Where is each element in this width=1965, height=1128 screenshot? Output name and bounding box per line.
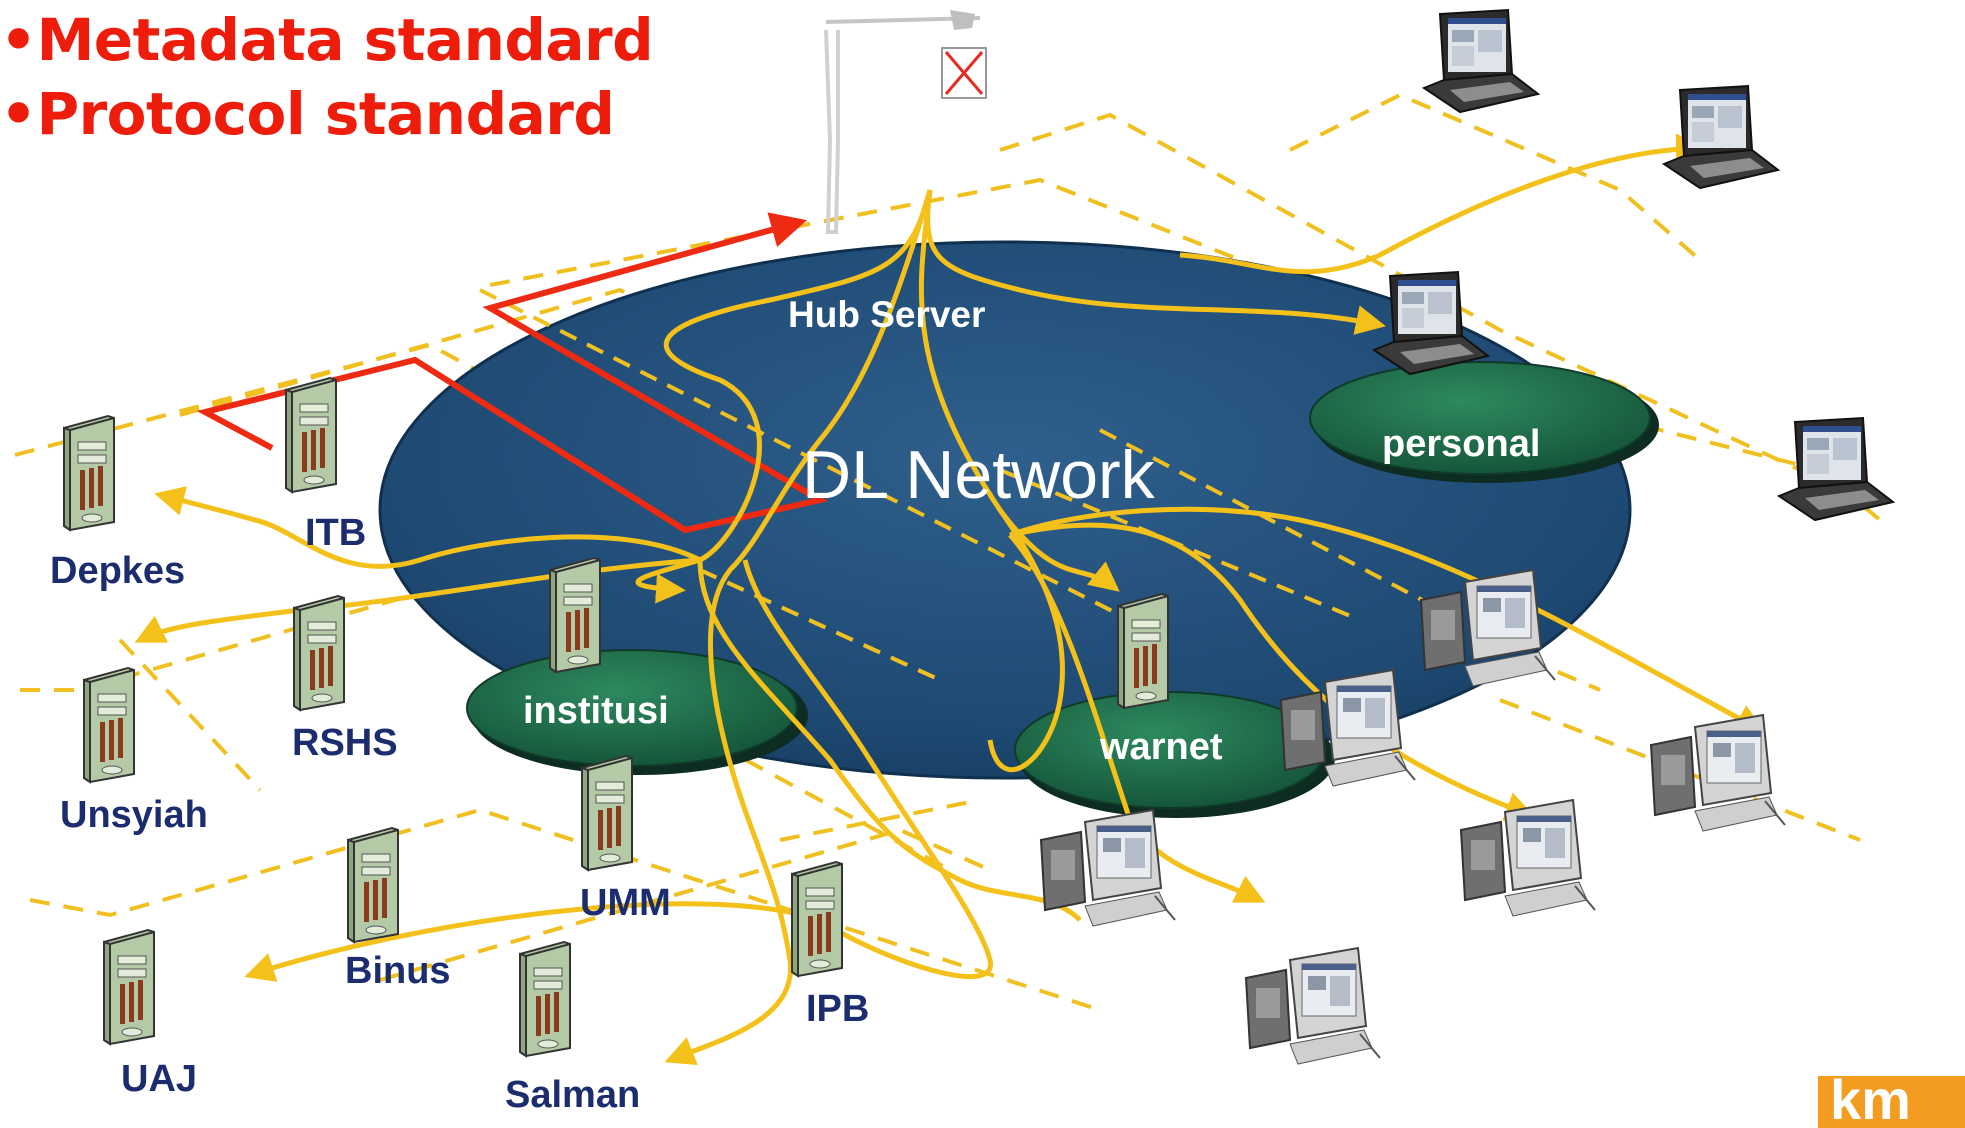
- desktop-icon-3: [1650, 714, 1786, 832]
- uaj-server-icon: [103, 929, 155, 1045]
- unsyiah-server-icon: [83, 667, 135, 783]
- red-protocol-path: [196, 212, 829, 534]
- bullet-protocol-standard: •Protocol standard: [0, 80, 615, 148]
- laptop-icon-2: [1663, 85, 1779, 189]
- km-logo: [1818, 1076, 1965, 1128]
- warnet-server-icon: [1117, 593, 1169, 709]
- umm-label: UMM: [580, 882, 671, 924]
- ipb-label: IPB: [806, 988, 870, 1030]
- binus-label: Binus: [345, 950, 451, 992]
- uaj-label: UAJ: [121, 1058, 198, 1100]
- desktop-icon-5: [1460, 799, 1596, 917]
- yellow-links: [134, 133, 1766, 1066]
- warnet-label: warnet: [1100, 726, 1223, 768]
- desktop-icon-6: [1245, 947, 1381, 1065]
- hub-server-antenna: [824, 10, 981, 234]
- hub-server-label: Hub Server: [788, 294, 986, 335]
- km-logo-text: km: [1830, 1068, 1911, 1128]
- salman-label: Salman: [505, 1074, 641, 1116]
- rshs-label: RSHS: [292, 722, 398, 764]
- dl-network-ellipse: [378, 240, 1632, 780]
- dl-network-label: DL Network: [802, 437, 1155, 513]
- binus-server-icon: [347, 827, 399, 943]
- unsyiah-label: Unsyiah: [60, 794, 208, 836]
- institusi-label: institusi: [523, 690, 669, 732]
- broken-image-icon: [941, 47, 987, 99]
- depkes-server-icon: [63, 415, 115, 531]
- institusi-server-icon: [549, 557, 601, 673]
- itb-label: ITB: [305, 512, 367, 554]
- personal-cluster: [1309, 361, 1651, 475]
- ipb-server-icon: [791, 861, 843, 977]
- depkes-label: Depkes: [50, 550, 186, 592]
- rshs-server-icon: [293, 595, 345, 711]
- personal-label: personal: [1382, 423, 1541, 465]
- itb-server-icon: [285, 377, 337, 493]
- laptop-icon-1: [1423, 9, 1539, 113]
- bullet-metadata-standard: •Metadata standard: [0, 6, 654, 74]
- salman-server-icon: [519, 941, 571, 1057]
- umm-server-icon: [581, 755, 633, 871]
